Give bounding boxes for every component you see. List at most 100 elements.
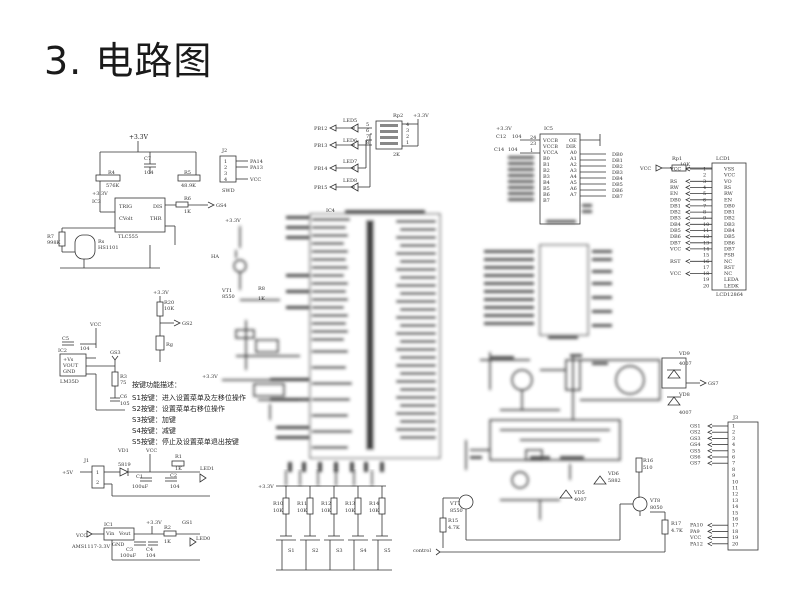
j3-net-arrow bbox=[707, 436, 713, 441]
photoresistor bbox=[155, 335, 165, 351]
r3-value: 75 bbox=[120, 380, 126, 386]
gs2-label: GS2 bbox=[182, 321, 193, 327]
lcd-pin-number: 19 bbox=[703, 277, 709, 283]
c4-label: C4 bbox=[146, 547, 153, 553]
switch-s2-label: S2 bbox=[312, 548, 319, 554]
lm35-chip bbox=[59, 353, 87, 377]
vcc-label: +3.3V bbox=[496, 126, 512, 132]
vd8-label: VD8 bbox=[678, 392, 690, 398]
humidity-sensor bbox=[74, 234, 96, 260]
lcd-pin-number: 15 bbox=[703, 253, 709, 259]
lcd-pin-number: 5 bbox=[703, 191, 706, 197]
lcd-pin-label: RST bbox=[724, 265, 735, 271]
svg-text:VCCB: VCCB bbox=[542, 144, 558, 150]
j3-connector bbox=[727, 421, 759, 551]
j3-net-arrow bbox=[707, 541, 713, 547]
page-title: 3. 电路图 bbox=[44, 39, 213, 83]
lcd-pin-number: 12 bbox=[703, 234, 709, 240]
svg-text:DB2: DB2 bbox=[612, 164, 623, 170]
lcd12864-connector bbox=[711, 162, 747, 291]
lcd-net-label: DB1 bbox=[670, 203, 681, 209]
ic4-label: IC4 bbox=[326, 208, 335, 214]
vcc-label: VCC bbox=[89, 322, 101, 328]
lcd-pin-label: DB7 bbox=[724, 246, 735, 252]
svg-text:2: 2 bbox=[96, 480, 99, 486]
gs7-label: GS7 bbox=[708, 381, 719, 387]
led-bank-block: PB12 PB13 PB14 PB15 LED5 LED6 LED7 LED8 … bbox=[314, 113, 429, 192]
c7-label: C7 bbox=[144, 156, 151, 162]
svg-text:1: 1 bbox=[530, 148, 533, 154]
j3-net-arrow bbox=[707, 448, 713, 454]
pb14-label: PB14 bbox=[314, 166, 327, 172]
lcd-net-arrow bbox=[685, 228, 691, 233]
vt7-label: VT7 bbox=[449, 501, 460, 507]
lcd-pin-label: PSB bbox=[724, 253, 735, 259]
r5-label: R5 bbox=[184, 170, 191, 176]
r1-resistor bbox=[171, 460, 185, 467]
c12-label: C12 bbox=[496, 134, 506, 140]
r20-label: R20 bbox=[164, 300, 174, 306]
j3-pin-number: 12 bbox=[732, 492, 738, 498]
j2-label: J2 bbox=[221, 148, 227, 154]
r4-label: R4 bbox=[108, 170, 115, 176]
j1-connector bbox=[91, 465, 105, 489]
led5-label: LED5 bbox=[343, 118, 357, 124]
lcd-net-arrow bbox=[685, 185, 691, 190]
j3-pin-number: 3 bbox=[732, 436, 735, 442]
c4-value: 104 bbox=[146, 553, 156, 559]
j3-net-label: GS5 bbox=[690, 448, 701, 454]
svg-text:A6: A6 bbox=[569, 186, 577, 192]
lcd-pin-number: 9 bbox=[703, 216, 706, 222]
lcd-pin-label: LEDK bbox=[724, 283, 739, 289]
j3-net-label: GS3 bbox=[690, 436, 701, 442]
j3-net-label: PA12 bbox=[690, 541, 703, 547]
r1-value: 1K bbox=[175, 466, 182, 472]
svg-text:A4: A4 bbox=[569, 174, 577, 180]
light-sensor-block: +3.3V R20 10K GS2 Rg bbox=[153, 290, 193, 362]
vin-pin: Vin bbox=[105, 531, 115, 537]
c1-value: 100uF bbox=[132, 484, 149, 490]
vd9-part: 4007 bbox=[679, 361, 692, 367]
switch-array-block: +3.3V R10 10K R11 10K R12 10K R13 10K R1… bbox=[258, 470, 392, 571]
lcd-net-label: VCC bbox=[669, 271, 681, 277]
lcd-block: Rp1 10K VCC LCD1 LCD12864 1VSSVCC2VCC3VO… bbox=[639, 156, 747, 298]
lcd-net-arrow bbox=[685, 191, 691, 196]
lcd-pin-number: 20 bbox=[703, 283, 709, 289]
j3-net-arrow bbox=[707, 522, 713, 528]
lcd-net-label: VCC bbox=[669, 167, 681, 173]
vcc-label: +3.3V bbox=[413, 113, 429, 119]
vt1-part: 8550 bbox=[222, 294, 235, 300]
lcd-pin-number: 11 bbox=[703, 228, 709, 234]
lcd-net-label: DB6 bbox=[670, 234, 681, 240]
r5-resistor bbox=[177, 174, 201, 182]
r2-label: R2 bbox=[164, 525, 171, 531]
svg-text:R13: R13 bbox=[345, 501, 355, 507]
rs-label: Rs bbox=[98, 239, 105, 245]
svg-text:DB1: DB1 bbox=[612, 158, 623, 164]
rp2-label: Rp2 bbox=[393, 113, 403, 119]
lcd-pin-number: 8 bbox=[703, 210, 706, 216]
gnd-pin: GND bbox=[112, 542, 124, 548]
svg-text:B5: B5 bbox=[543, 186, 550, 192]
svg-text:5: 5 bbox=[366, 122, 369, 128]
rp1-label: Rp1 bbox=[672, 156, 682, 162]
j3-pin-number: 17 bbox=[732, 523, 738, 529]
c6-value: 105 bbox=[120, 401, 130, 407]
lcd-net-label: RS bbox=[670, 179, 678, 185]
motor-driver-visible: VD9 GS7 4007 VD8 4007 R16 510 VT8 8050 R… bbox=[413, 351, 719, 556]
lcd-pin-label: VO bbox=[723, 179, 732, 185]
led7-label: LED7 bbox=[343, 159, 357, 165]
key-item-s1: S1按键：进入设置菜单及左移位操作 bbox=[132, 393, 246, 402]
svg-text:VCCB: VCCB bbox=[542, 138, 558, 144]
lcd-net-arrow bbox=[685, 221, 691, 227]
ic5-label: IC5 bbox=[544, 126, 553, 132]
svg-text:A0: A0 bbox=[569, 150, 577, 156]
svg-text:6: 6 bbox=[366, 128, 369, 134]
svg-text:R14: R14 bbox=[369, 501, 379, 507]
j3-pin-number: 6 bbox=[732, 455, 735, 461]
svg-text:2: 2 bbox=[406, 134, 409, 140]
cvolt-pin: CVolt bbox=[119, 216, 133, 222]
j3-pin-number: 9 bbox=[732, 473, 735, 479]
j3-net-arrow bbox=[707, 429, 713, 435]
rg-label: Rg bbox=[166, 342, 174, 348]
